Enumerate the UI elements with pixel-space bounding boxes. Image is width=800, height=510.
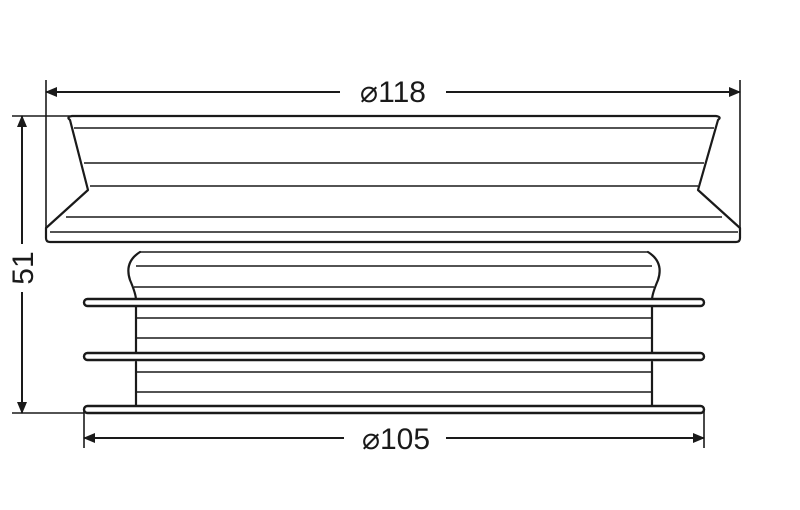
top-flange — [44, 114, 742, 244]
height-dimension: 51 — [7, 115, 84, 414]
sealing-fin-1 — [82, 297, 706, 308]
sealing-fin-3 — [82, 404, 706, 415]
seal-part — [44, 114, 742, 415]
top-diameter-label: ⌀118 — [360, 76, 426, 109]
bottom-diameter-value: 105 — [380, 423, 430, 456]
top-diameter-value: 118 — [378, 76, 426, 109]
sealing-fin-2 — [82, 351, 706, 362]
top-diameter-dimension: ⌀118 — [45, 76, 741, 238]
bottom-diameter-dimension: ⌀105 — [83, 410, 705, 456]
lower-body — [134, 304, 654, 408]
bottom-diameter-label: ⌀105 — [362, 423, 430, 456]
diameter-symbol: ⌀ — [362, 423, 380, 456]
neck — [127, 250, 661, 302]
height-label: 51 — [7, 251, 40, 284]
diameter-symbol: ⌀ — [360, 76, 378, 109]
